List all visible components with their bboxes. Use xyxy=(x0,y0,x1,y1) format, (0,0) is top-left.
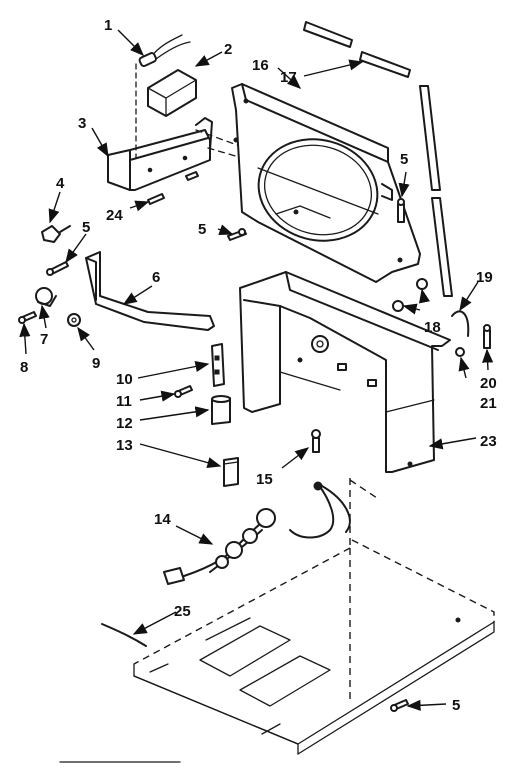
part-screw-15 xyxy=(311,429,321,453)
part-screw-11 xyxy=(174,385,193,398)
callout-labels: 1 2 3 4 5 5 5 5 6 7 8 9 10 11 12 13 14 1… xyxy=(20,17,497,714)
callout-13: 13 xyxy=(116,437,133,454)
callout-5-left: 5 xyxy=(82,219,90,236)
part-wire-lead xyxy=(138,34,191,68)
callout-18: 18 xyxy=(424,319,441,336)
callout-6: 6 xyxy=(152,269,160,286)
callout-17: 17 xyxy=(280,69,297,86)
part-shroud-panel xyxy=(231,83,421,283)
part-relay-box xyxy=(147,69,197,117)
part-bracket xyxy=(107,117,213,191)
part-capacitor xyxy=(211,395,231,425)
part-grommets xyxy=(392,278,428,312)
callout-12: 12 xyxy=(116,415,133,432)
callout-16: 16 xyxy=(252,57,269,74)
callout-4: 4 xyxy=(56,175,65,192)
part-screw-right xyxy=(397,198,405,223)
part-switch xyxy=(211,343,225,387)
callout-3: 3 xyxy=(78,115,86,132)
part-screw-8 xyxy=(18,311,37,324)
part-screw-center xyxy=(227,228,247,241)
callout-5-bottom: 5 xyxy=(452,697,460,714)
callout-15: 15 xyxy=(256,471,273,488)
part-washer-21 xyxy=(455,347,465,357)
part-base-chassis xyxy=(239,271,451,473)
callout-1: 1 xyxy=(104,17,112,34)
part-wiring-harness xyxy=(163,481,351,585)
callout-14: 14 xyxy=(154,511,171,528)
part-screw-24 xyxy=(147,171,199,205)
part-screw-bottom xyxy=(390,699,409,712)
callout-23: 23 xyxy=(480,433,497,450)
callout-11: 11 xyxy=(116,393,132,410)
part-hose xyxy=(451,310,470,337)
callout-2: 2 xyxy=(224,41,232,58)
part-strip-pieces xyxy=(303,21,453,297)
callout-21: 21 xyxy=(480,395,497,412)
part-support-rod xyxy=(85,251,215,331)
part-base-pan xyxy=(133,478,495,755)
part-terminal-block xyxy=(223,457,239,487)
callout-10: 10 xyxy=(116,371,133,388)
part-wire-piece xyxy=(101,623,147,647)
callout-8: 8 xyxy=(20,359,28,376)
part-screw-clip xyxy=(41,225,71,243)
callout-5-center: 5 xyxy=(198,221,206,238)
callout-20: 20 xyxy=(480,375,497,392)
part-clamp xyxy=(35,287,57,307)
callout-25: 25 xyxy=(174,603,191,620)
part-screw-20 xyxy=(483,324,491,349)
part-screw-left xyxy=(46,261,69,276)
callout-9: 9 xyxy=(92,355,100,372)
callout-24: 24 xyxy=(106,207,123,224)
leader-lines xyxy=(19,29,494,711)
callout-7: 7 xyxy=(40,331,48,348)
part-nut xyxy=(67,313,81,327)
callout-5-right: 5 xyxy=(400,151,408,168)
callout-19: 19 xyxy=(476,269,493,286)
